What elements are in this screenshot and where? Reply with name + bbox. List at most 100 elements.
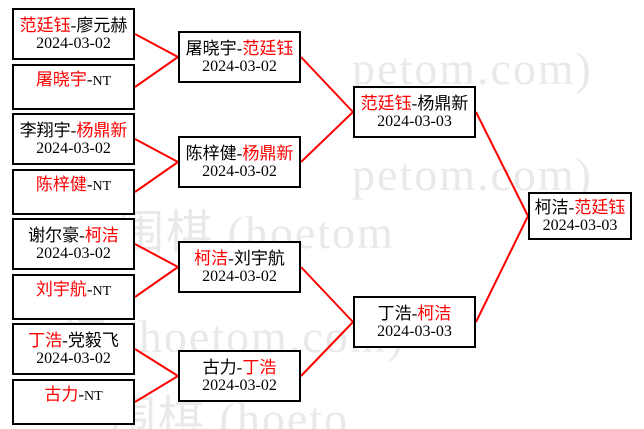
match-date: 2024-03-02 <box>36 349 111 367</box>
match-box-r1m4[interactable]: 陈梓健-NT <box>12 169 135 215</box>
connector-line <box>134 138 179 163</box>
connector-line <box>134 161 179 193</box>
player-left: 刘宇航 <box>35 280 87 299</box>
connector-line <box>300 266 354 323</box>
match-players: 古力-NT <box>44 385 102 405</box>
player-left: 范廷钰 <box>19 15 71 35</box>
match-date: 2024-03-03 <box>377 322 452 340</box>
player-right: 范廷钰 <box>574 197 626 217</box>
connector-line <box>134 348 179 377</box>
player-separator: - <box>62 330 68 350</box>
player-right: 刘宇航 <box>233 248 285 268</box>
player-right: 党毅飞 <box>67 330 119 350</box>
match-date: 2024-03-02 <box>36 244 111 262</box>
player-left: 古力 <box>44 385 79 404</box>
player-separator: - <box>236 38 243 58</box>
player-left: 谢尔豪 <box>28 225 80 245</box>
player-bye: NT <box>92 179 112 194</box>
connector-line <box>300 111 354 163</box>
player-left: 丁浩 <box>28 330 63 350</box>
match-date: 2024-03-03 <box>377 112 452 130</box>
match-players: 古力-丁浩 <box>203 358 277 377</box>
match-players: 柯洁-范廷钰 <box>535 198 626 217</box>
match-players: 屠晓宇-范廷钰 <box>186 39 294 58</box>
player-right: 廖元赫 <box>76 15 128 35</box>
player-left: 陈梓健 <box>185 143 237 163</box>
player-bye: NT <box>84 389 103 404</box>
match-players: 丁浩-柯洁 <box>378 304 452 323</box>
match-date: 2024-03-02 <box>36 34 111 52</box>
match-players: 范廷钰-廖元赫 <box>20 16 128 35</box>
match-players: 陈梓健-杨鼎新 <box>186 144 294 163</box>
player-right: 杨鼎新 <box>242 143 294 163</box>
player-right: 杨鼎新 <box>417 93 469 113</box>
match-players: 刘宇航-NT <box>36 280 111 300</box>
player-separator: - <box>236 357 243 377</box>
match-players: 丁浩-党毅飞 <box>28 331 119 350</box>
player-left: 李翔宇 <box>19 120 71 140</box>
player-left: 陈梓健 <box>35 175 87 194</box>
player-right: 丁浩 <box>242 357 277 377</box>
player-separator: - <box>70 15 77 35</box>
match-date: 2024-03-02 <box>36 139 111 157</box>
match-players: 李翔宇-杨鼎新 <box>20 121 128 140</box>
connector-line <box>134 243 179 268</box>
player-bye: NT <box>92 284 112 299</box>
connector-line <box>134 56 179 88</box>
player-right: 柯洁 <box>417 303 452 323</box>
player-separator: - <box>86 175 93 194</box>
player-left: 屠晓宇 <box>35 70 87 89</box>
player-left: 范廷钰 <box>360 93 412 113</box>
match-box-r1m8[interactable]: 古力-NT <box>12 379 135 425</box>
match-players: 陈梓健-NT <box>36 175 111 195</box>
connector-line <box>475 215 529 323</box>
connector-line <box>134 266 179 298</box>
player-separator: - <box>568 197 575 217</box>
match-box-r1m6[interactable]: 刘宇航-NT <box>12 274 135 320</box>
player-left: 柯洁 <box>534 197 569 217</box>
connector-line <box>300 56 354 113</box>
player-right: 柯洁 <box>84 225 119 245</box>
connector-line <box>134 33 179 58</box>
match-players: 范廷钰-杨鼎新 <box>361 94 469 113</box>
player-separator: - <box>228 248 234 268</box>
match-date: 2024-03-02 <box>202 162 277 180</box>
match-players: 柯洁-刘宇航 <box>194 249 285 268</box>
match-date: 2024-03-02 <box>202 57 277 75</box>
connector-line <box>134 375 179 403</box>
player-left: 古力 <box>202 357 237 377</box>
player-separator: - <box>236 143 243 163</box>
player-left: 屠晓宇 <box>185 38 237 58</box>
player-separator: - <box>79 225 85 245</box>
player-separator: - <box>411 303 418 323</box>
connector-line <box>475 111 529 217</box>
connector-line <box>300 321 354 377</box>
player-left: 丁浩 <box>377 303 412 323</box>
player-right: 杨鼎新 <box>76 120 128 140</box>
match-date: 2024-03-02 <box>202 267 277 285</box>
player-separator: - <box>86 70 93 89</box>
player-bye: NT <box>92 74 112 89</box>
player-left: 柯洁 <box>194 248 229 268</box>
match-date: 2024-03-02 <box>202 376 277 394</box>
player-separator: - <box>78 385 84 404</box>
match-players: 谢尔豪-柯洁 <box>28 226 119 245</box>
player-separator: - <box>411 93 418 113</box>
player-right: 范廷钰 <box>242 38 294 58</box>
match-date: 2024-03-03 <box>542 216 618 234</box>
player-separator: - <box>86 280 93 299</box>
match-players: 屠晓宇-NT <box>36 70 111 90</box>
match-box-r1m2[interactable]: 屠晓宇-NT <box>12 64 135 110</box>
